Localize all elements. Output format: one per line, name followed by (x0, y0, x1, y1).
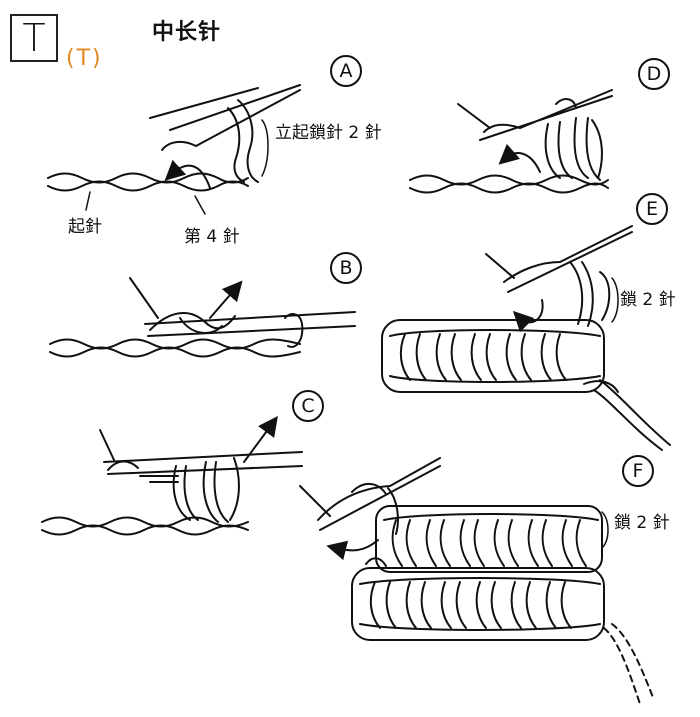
illustration-step-e (381, 225, 671, 451)
stitch-code: (T) (66, 46, 103, 71)
stitch-symbol-box: T (10, 14, 58, 62)
fabric-stitches-f-lower (369, 581, 572, 629)
step-marker-d: D (638, 58, 670, 90)
fabric-stitches-e (399, 333, 567, 381)
illustration-step-c (41, 415, 303, 536)
page-title: 中长针 (152, 20, 222, 45)
illustration-step-d (409, 89, 613, 194)
label-foundation-chain: 起針 (68, 217, 102, 237)
fabric-stitches-f-upper (391, 519, 587, 567)
illustration-step-f (299, 457, 655, 705)
step-marker-c: C (292, 390, 324, 422)
step-marker-e: E (636, 193, 668, 225)
foundation-chain-a (47, 172, 249, 192)
illustration-step-b (49, 277, 356, 358)
label-chain-two-f: 鎖 2 針 (614, 513, 670, 533)
label-chain-two-e: 鎖 2 針 (620, 290, 676, 310)
stitch-symbol: T (22, 16, 46, 60)
step-marker-f: F (622, 455, 654, 487)
step-marker-b: B (330, 252, 362, 284)
label-fourth-stitch: 第 4 針 (184, 227, 240, 247)
step-marker-a: A (330, 55, 362, 87)
illustration-step-a (47, 84, 301, 215)
label-standing-chain: 立起鎖針 2 針 (275, 123, 382, 143)
